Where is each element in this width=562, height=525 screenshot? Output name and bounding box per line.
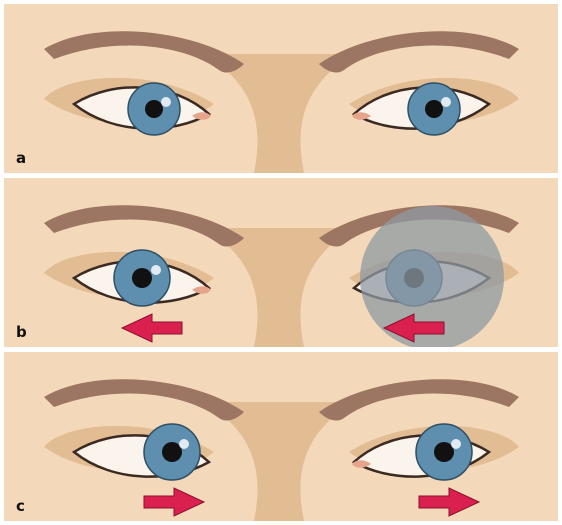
pupil (132, 268, 152, 288)
panel-b-illustration (4, 178, 558, 347)
panel-c: c (4, 352, 558, 521)
panel-a: a (4, 4, 558, 173)
panel-label: a (16, 149, 26, 167)
panel-label: c (16, 497, 25, 515)
panel-a-illustration (4, 4, 558, 173)
pupil (425, 100, 443, 118)
pupil (434, 442, 454, 462)
pupil (145, 100, 163, 118)
panel-c-illustration (4, 352, 558, 521)
panel-b: b (4, 178, 558, 347)
panel-label: b (16, 323, 27, 341)
pupil (162, 442, 182, 462)
